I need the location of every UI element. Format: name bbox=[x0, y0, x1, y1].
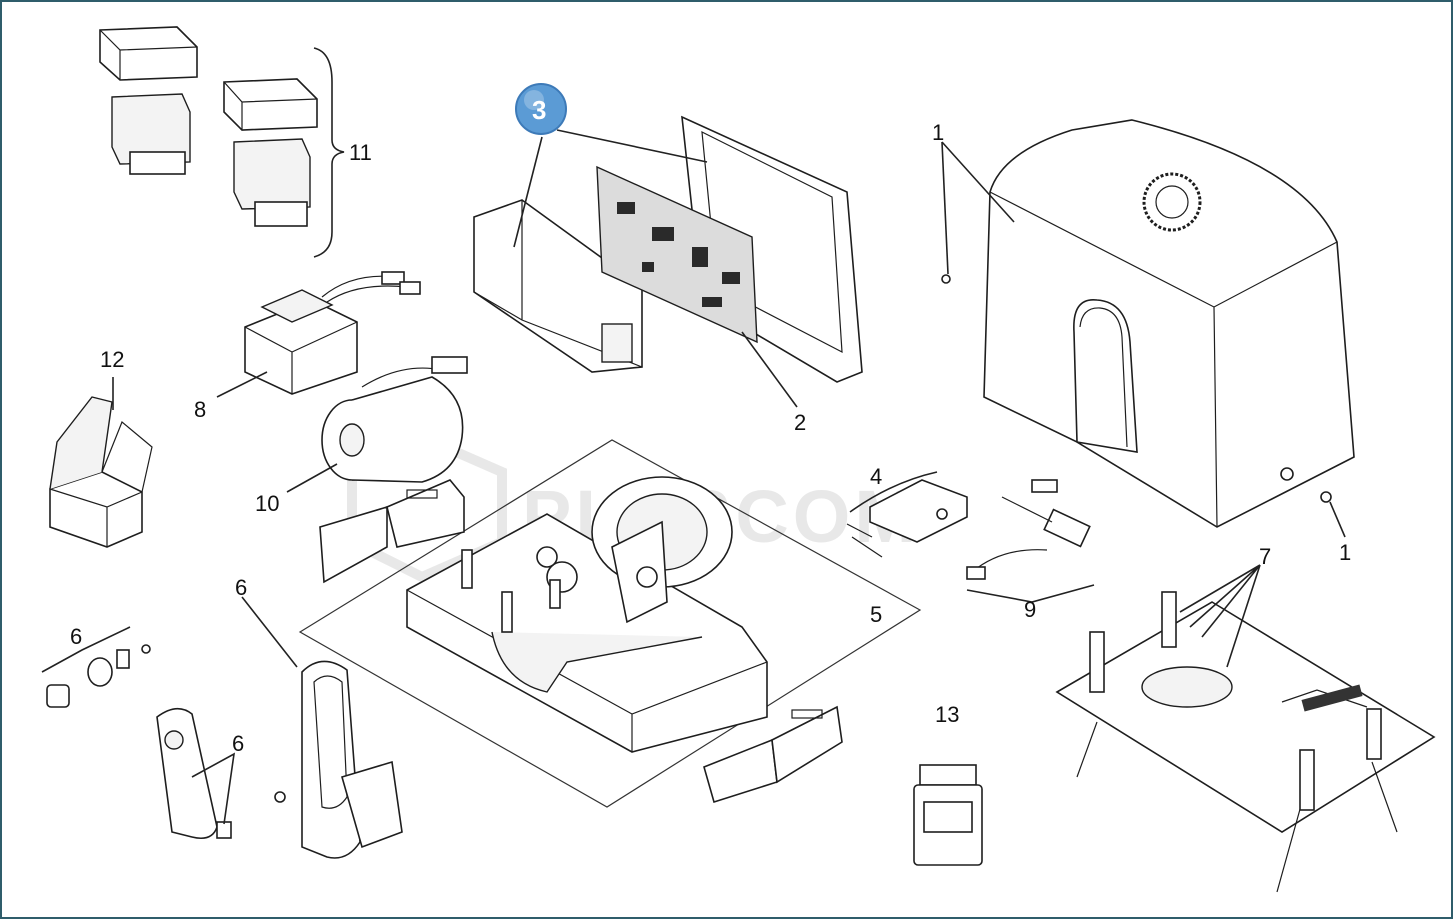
part-1-housing-cover[interactable]: 1 1 bbox=[932, 119, 1355, 565]
callout-4: 4 bbox=[870, 464, 882, 489]
callout-7: 7 bbox=[1259, 544, 1271, 569]
callout-1-bottom: 1 bbox=[1339, 540, 1351, 565]
callout-10: 10 bbox=[255, 491, 279, 516]
part-9-sensor[interactable]: 9 bbox=[966, 479, 1095, 622]
part-4-bracket[interactable]: 4 bbox=[846, 464, 968, 558]
badge-label: 3 bbox=[532, 95, 546, 125]
part-6-accessories[interactable]: 6 6 6 bbox=[41, 575, 403, 859]
callout-6-right: 6 bbox=[232, 731, 244, 756]
part-2-circuit-board[interactable]: 2 bbox=[596, 165, 806, 435]
callout-13: 13 bbox=[935, 702, 959, 727]
part-13-grease-jar[interactable]: 13 bbox=[913, 702, 983, 866]
callout-6-left: 6 bbox=[70, 624, 82, 649]
part-7-anchor-plate[interactable]: 7 bbox=[1055, 544, 1436, 893]
part-5-base[interactable]: 5 bbox=[298, 439, 922, 808]
part-3-control-box[interactable] bbox=[473, 199, 643, 373]
callout-1-top: 1 bbox=[932, 120, 944, 145]
callout-2: 2 bbox=[794, 410, 806, 435]
callout-9: 9 bbox=[1024, 597, 1036, 622]
callout-11: 11 bbox=[349, 140, 372, 165]
part-8-transformer[interactable]: 8 bbox=[194, 271, 421, 422]
part-10-motor[interactable]: 10 bbox=[255, 356, 468, 516]
callout-6-mid: 6 bbox=[235, 575, 247, 600]
callout-12: 12 bbox=[100, 347, 124, 372]
part-12-box[interactable]: 12 bbox=[49, 347, 153, 548]
highlight-badge-3[interactable]: 3 bbox=[513, 83, 708, 248]
callout-8: 8 bbox=[194, 397, 206, 422]
badge-circle bbox=[515, 83, 567, 135]
callout-5: 5 bbox=[870, 602, 882, 627]
part-11-limit-switches[interactable]: 11 bbox=[99, 26, 372, 258]
